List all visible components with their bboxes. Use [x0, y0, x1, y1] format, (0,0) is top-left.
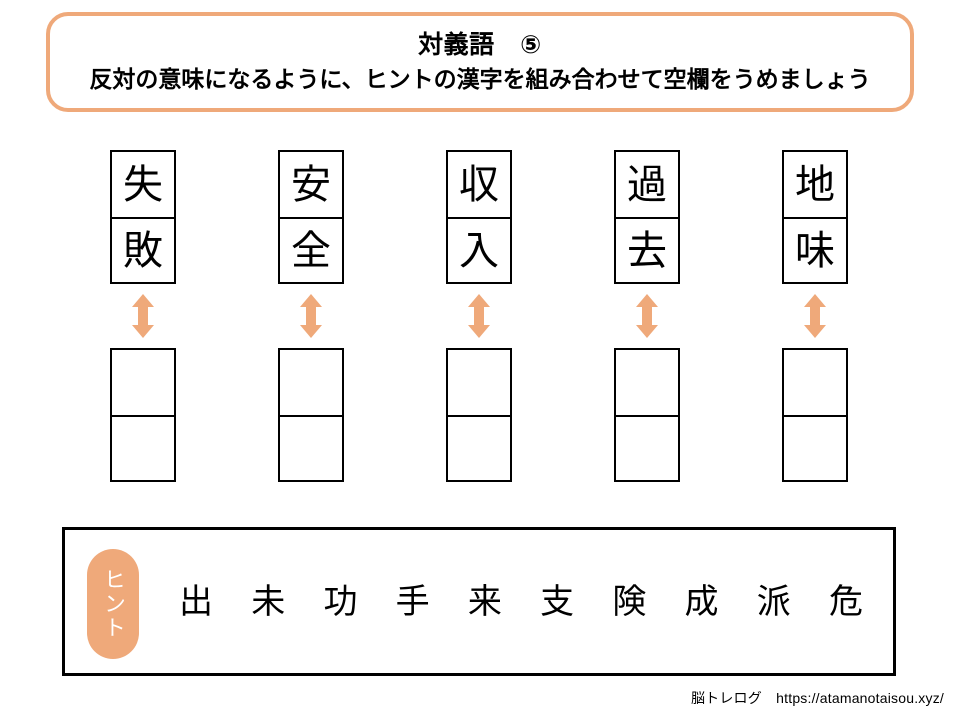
hint-kanji-9[interactable]: 派: [756, 582, 791, 621]
answer-box-2[interactable]: [278, 348, 344, 482]
given-kanji-bottom-5: 味: [784, 217, 846, 282]
answer-cell-top-4[interactable]: [616, 350, 678, 415]
double-arrow-vertical-icon-3: [446, 284, 512, 348]
given-kanji-top-5: 地: [795, 162, 835, 207]
answer-cell-top-2[interactable]: [280, 350, 342, 415]
given-word-box-4: 過 去: [614, 150, 680, 284]
given-word-box-5: 地 味: [782, 150, 848, 284]
given-kanji-top-1: 失: [123, 162, 163, 207]
double-arrow-vertical-icon-2: [278, 284, 344, 348]
answer-box-5[interactable]: [782, 348, 848, 482]
hint-kanji-3[interactable]: 功: [323, 582, 358, 621]
answer-cell-top-3[interactable]: [448, 350, 510, 415]
hint-kanji-7[interactable]: 険: [612, 582, 647, 621]
hint-kanji-5[interactable]: 来: [467, 582, 502, 621]
answer-cell-top-5[interactable]: [784, 350, 846, 415]
answer-cell-bottom-4[interactable]: [616, 415, 678, 480]
hint-kanji-10[interactable]: 危: [828, 582, 863, 621]
hint-kanji-1[interactable]: 出: [179, 582, 213, 621]
answer-cell-bottom-3[interactable]: [448, 415, 510, 480]
given-kanji-top-4: 過: [627, 162, 667, 207]
answer-box-3[interactable]: [446, 348, 512, 482]
given-kanji-top-2: 安: [291, 162, 331, 207]
hint-panel: ヒント 出 未 功 手 来 支 険 成 派 危: [62, 527, 896, 676]
given-kanji-bottom-1: 敗: [112, 217, 174, 282]
given-word-box-1: 失 敗: [110, 150, 176, 284]
given-kanji-top-3: 収: [459, 162, 499, 207]
answer-cell-bottom-1[interactable]: [112, 415, 174, 480]
page-title: 対義語 ⑤: [418, 31, 542, 60]
problem-column-4: 過 去: [614, 150, 680, 482]
given-kanji-bottom-2: 全: [280, 217, 342, 282]
hint-kanji-6[interactable]: 支: [540, 582, 575, 621]
given-kanji-bottom-4: 去: [616, 217, 678, 282]
problem-columns: 失 敗 安 全: [0, 150, 960, 490]
answer-cell-top-1[interactable]: [112, 350, 174, 415]
hint-kanji-2[interactable]: 未: [251, 582, 286, 621]
hint-kanji-row: 出 未 功 手 来 支 険 成 派 危: [175, 530, 871, 673]
hint-label-badge: ヒント: [87, 549, 139, 659]
problem-column-2: 安 全: [278, 150, 344, 482]
answer-box-4[interactable]: [614, 348, 680, 482]
footer-credit: 脳トレログ https://atamanotaisou.xyz/: [690, 690, 944, 706]
given-word-box-2: 安 全: [278, 150, 344, 284]
double-arrow-vertical-icon-5: [782, 284, 848, 348]
answer-cell-bottom-5[interactable]: [784, 415, 846, 480]
answer-box-1[interactable]: [110, 348, 176, 482]
double-arrow-vertical-icon-1: [110, 284, 176, 348]
answer-cell-bottom-2[interactable]: [280, 415, 342, 480]
given-word-box-3: 収 入: [446, 150, 512, 284]
problem-column-1: 失 敗: [110, 150, 176, 482]
double-arrow-vertical-icon-4: [614, 284, 680, 348]
hint-kanji-8[interactable]: 成: [684, 582, 719, 621]
problem-column-3: 収 入: [446, 150, 512, 482]
instruction-text: 反対の意味になるように、ヒントの漢字を組み合わせて空欄をうめましょう: [89, 66, 871, 93]
problem-column-5: 地 味: [782, 150, 848, 482]
hint-label-text: ヒント: [101, 568, 126, 640]
instruction-panel: 対義語 ⑤ 反対の意味になるように、ヒントの漢字を組み合わせて空欄をうめましょう: [46, 12, 914, 112]
given-kanji-bottom-3: 入: [448, 217, 510, 282]
hint-kanji-4[interactable]: 手: [395, 582, 430, 621]
